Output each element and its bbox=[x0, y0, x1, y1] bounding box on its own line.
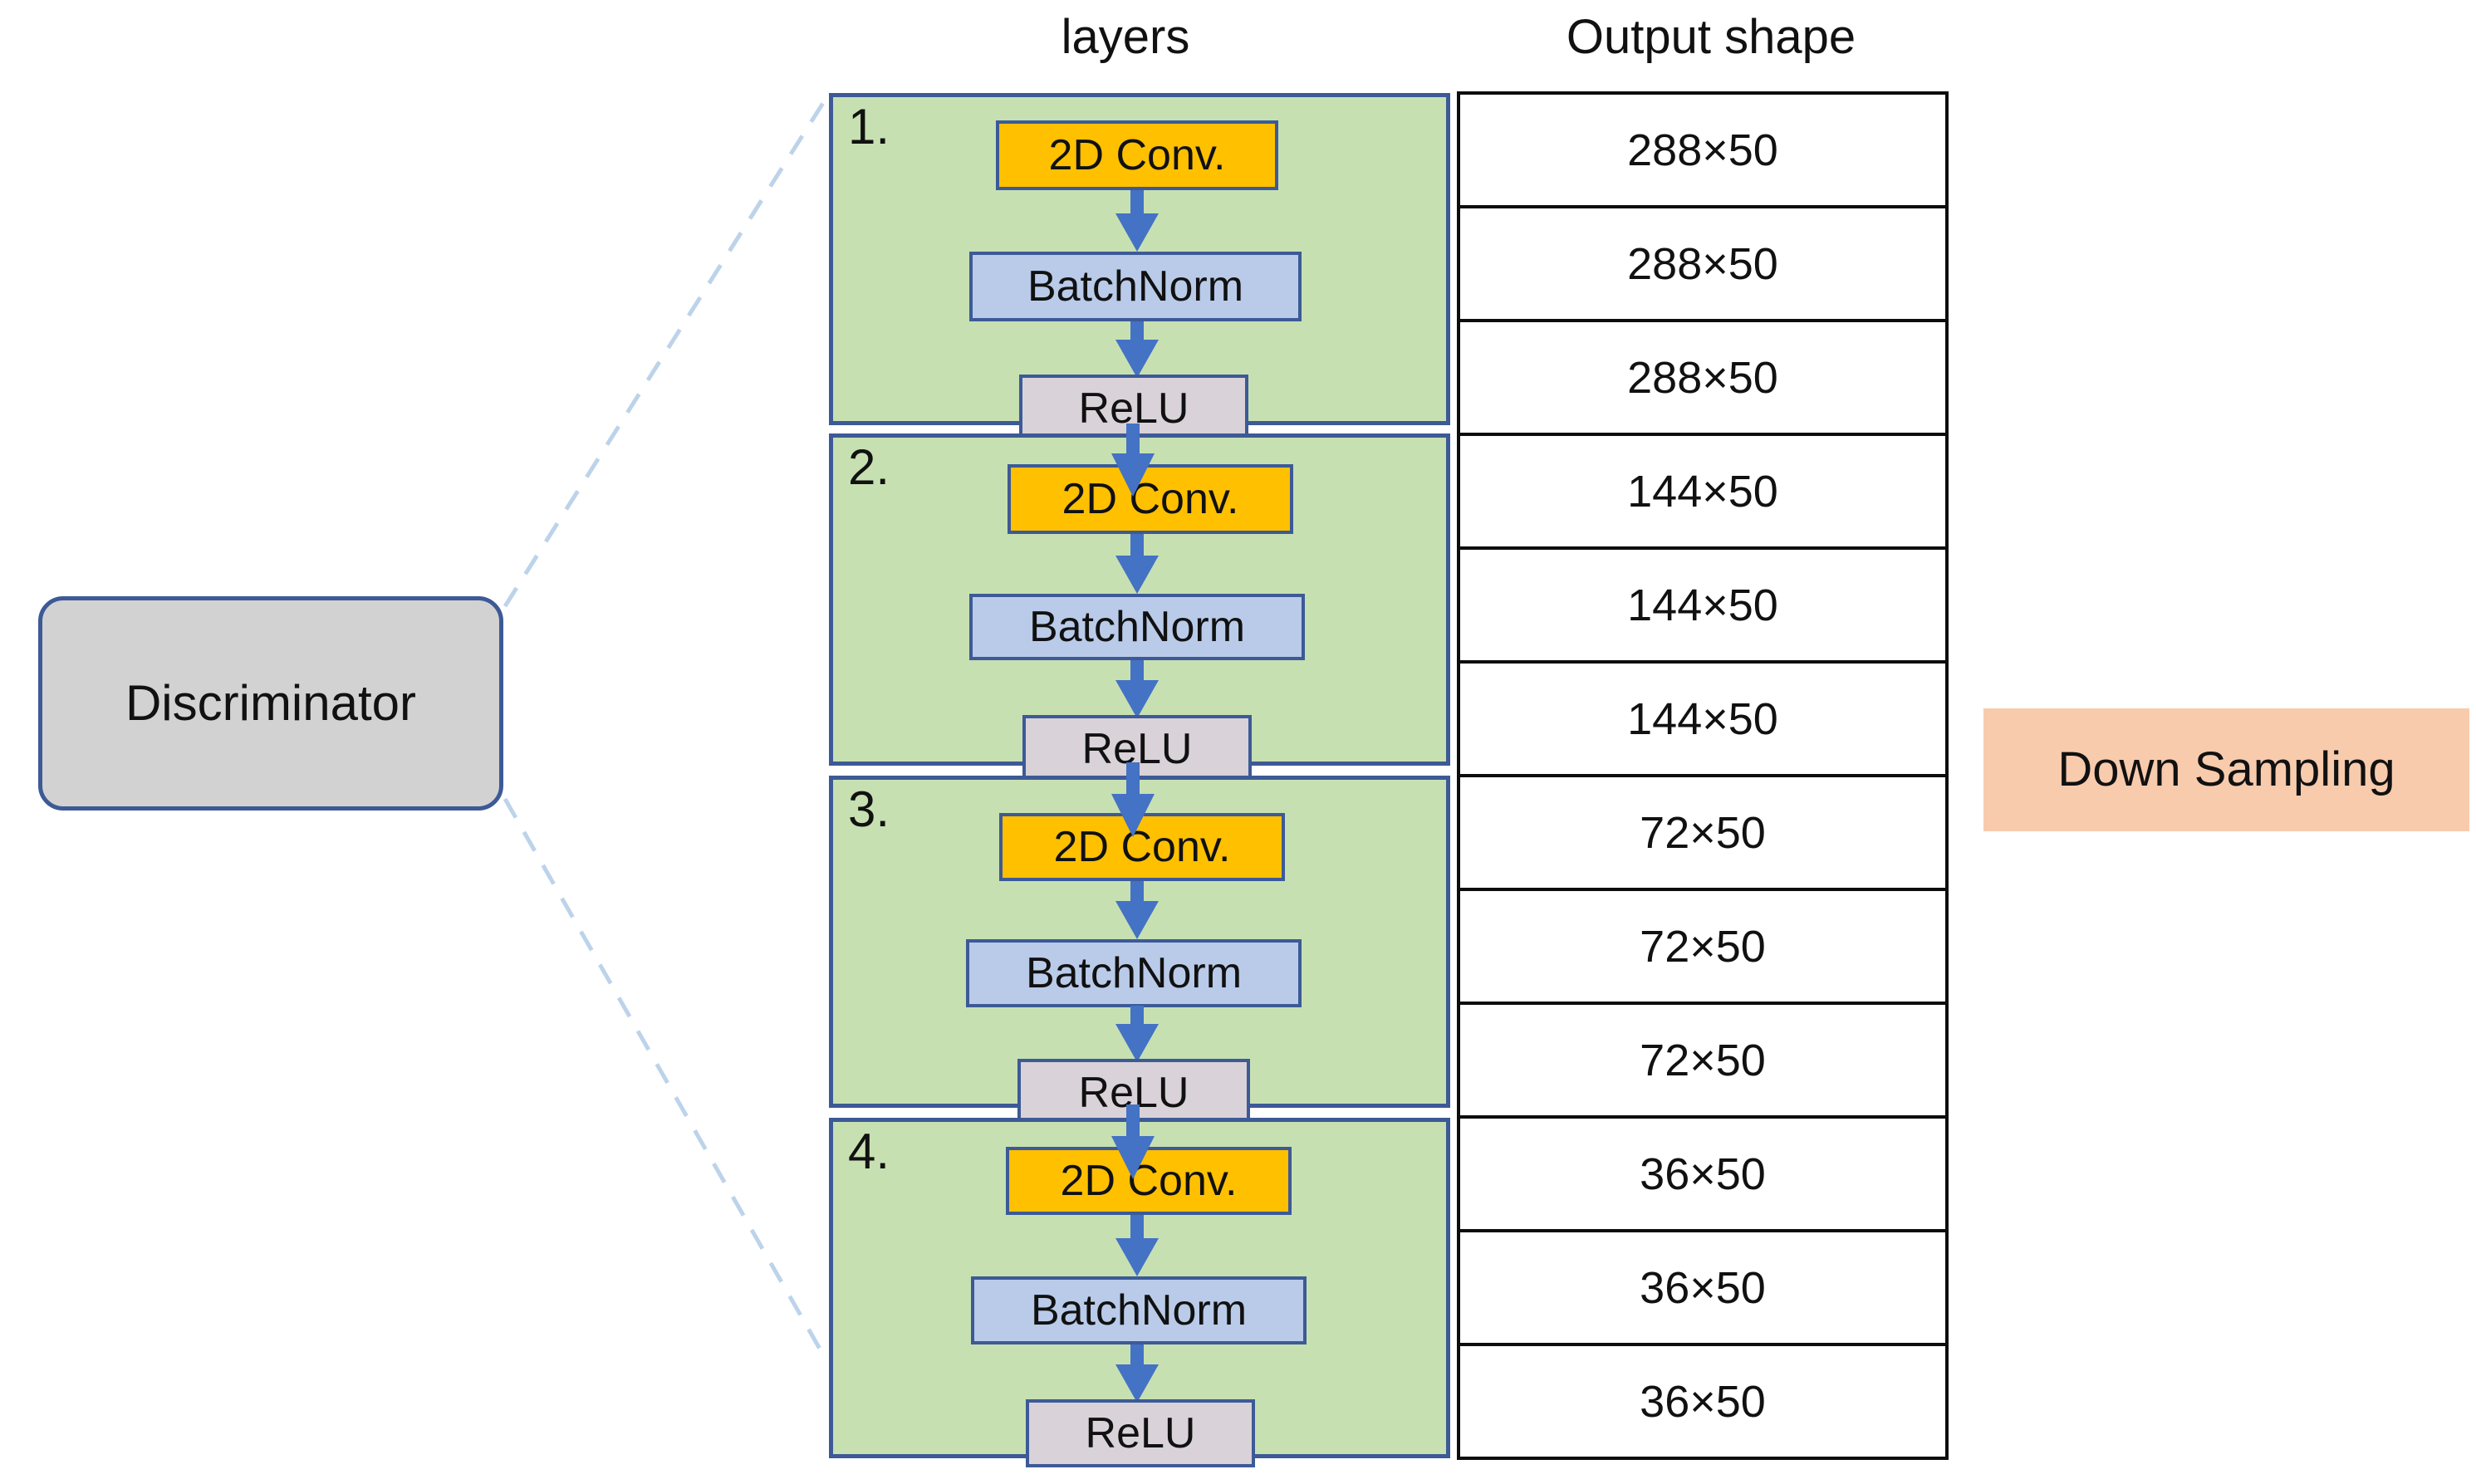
layer-3-arrow-head-1 bbox=[1115, 901, 1159, 939]
layer-2-arrow-shaft-2 bbox=[1130, 660, 1144, 685]
layer-3-arrow-shaft-2 bbox=[1130, 1006, 1144, 1029]
layer-4-node-batchnorm[interactable]: BatchNorm bbox=[971, 1276, 1307, 1344]
layer-1-arrow-head-2 bbox=[1115, 340, 1159, 378]
table-row: 144×50 bbox=[1457, 433, 1949, 550]
table-row: 36×50 bbox=[1457, 1343, 1949, 1460]
layer-2-arrow-head-2 bbox=[1115, 680, 1159, 718]
table-row: 72×50 bbox=[1457, 774, 1949, 891]
output-shape-table: 288×50 288×50 288×50 144×50 144×50 144×5… bbox=[1457, 91, 1949, 1460]
output-shape-cell: 288×50 bbox=[1457, 319, 1949, 436]
layer-1-node-conv[interactable]: 2D Conv. bbox=[996, 120, 1278, 190]
gap-arrow-shaft-2-3 bbox=[1126, 762, 1140, 799]
table-row: 144×50 bbox=[1457, 546, 1949, 664]
layer-2-arrow-head-1 bbox=[1115, 556, 1159, 594]
layer-4-arrow-shaft-1 bbox=[1130, 1215, 1144, 1243]
layer-3-arrow-head-2 bbox=[1115, 1024, 1159, 1062]
output-shape-cell: 144×50 bbox=[1457, 546, 1949, 664]
layer-1-arrow-head-1 bbox=[1115, 213, 1159, 252]
layer-4-node-batchnorm-label: BatchNorm bbox=[1030, 1286, 1248, 1335]
layer-block-1[interactable]: 1. 2D Conv. BatchNorm ReLU bbox=[829, 93, 1450, 443]
layer-1-arrow-shaft-1 bbox=[1130, 190, 1144, 218]
layer-number-4: 4. bbox=[848, 1124, 890, 1179]
output-shape-cell: 36×50 bbox=[1457, 1229, 1949, 1346]
layer-4-arrow-head-1 bbox=[1115, 1238, 1159, 1276]
layer-2-node-batchnorm[interactable]: BatchNorm bbox=[969, 594, 1305, 660]
layer-number-2: 2. bbox=[848, 439, 890, 495]
layer-block-2[interactable]: 2. 2D Conv. BatchNorm ReLU bbox=[829, 433, 1450, 783]
gap-arrow-head-2-3 bbox=[1111, 794, 1155, 837]
layer-number-1: 1. bbox=[848, 99, 890, 154]
gap-arrow-shaft-3-4 bbox=[1126, 1104, 1140, 1139]
layer-1-arrow-shaft-2 bbox=[1130, 321, 1144, 345]
output-shape-cell: 72×50 bbox=[1457, 888, 1949, 1005]
table-row: 36×50 bbox=[1457, 1115, 1949, 1232]
layer-4-arrow-shaft-2 bbox=[1130, 1344, 1144, 1369]
output-shape-column-header: Output shape bbox=[1566, 10, 1856, 64]
gap-arrow-head-1-2 bbox=[1111, 453, 1155, 497]
output-shape-cell: 36×50 bbox=[1457, 1343, 1949, 1460]
layer-4-node-relu[interactable]: ReLU bbox=[1026, 1399, 1255, 1467]
layer-3-node-batchnorm[interactable]: BatchNorm bbox=[966, 939, 1302, 1007]
table-row: 288×50 bbox=[1457, 205, 1949, 322]
gap-arrow-shaft-1-2 bbox=[1126, 424, 1140, 458]
table-row: 72×50 bbox=[1457, 1002, 1949, 1119]
table-row: 144×50 bbox=[1457, 660, 1949, 777]
layers-stack: 1. 2D Conv. BatchNorm ReLU 2. 2D Conv. B… bbox=[829, 93, 1450, 1467]
output-shape-cell: 72×50 bbox=[1457, 774, 1949, 891]
layer-2-node-batchnorm-label: BatchNorm bbox=[1028, 603, 1246, 651]
table-row: 288×50 bbox=[1457, 91, 1949, 208]
table-row: 288×50 bbox=[1457, 319, 1949, 436]
layer-1-node-relu-label: ReLU bbox=[1078, 384, 1189, 433]
layer-4-node-relu-label: ReLU bbox=[1085, 1409, 1196, 1457]
output-shape-cell: 288×50 bbox=[1457, 91, 1949, 208]
layer-3-arrow-shaft-1 bbox=[1130, 881, 1144, 906]
discriminator-node[interactable]: Discriminator bbox=[38, 596, 503, 811]
output-shape-cell: 36×50 bbox=[1457, 1115, 1949, 1232]
layers-column-header: layers bbox=[1061, 10, 1190, 64]
output-shape-cell: 144×50 bbox=[1457, 433, 1949, 550]
layer-4-arrow-head-2 bbox=[1115, 1364, 1159, 1403]
layer-2-arrow-shaft-1 bbox=[1130, 534, 1144, 561]
table-row: 36×50 bbox=[1457, 1229, 1949, 1346]
layer-1-node-batchnorm[interactable]: BatchNorm bbox=[969, 252, 1302, 321]
output-shape-cell: 288×50 bbox=[1457, 205, 1949, 322]
layer-3-node-batchnorm-label: BatchNorm bbox=[1025, 949, 1243, 997]
output-shape-cell: 144×50 bbox=[1457, 660, 1949, 777]
layer-number-3: 3. bbox=[848, 781, 890, 837]
connector-line-top bbox=[503, 95, 830, 608]
connector-line-bottom bbox=[503, 797, 830, 1364]
table-row: 72×50 bbox=[1457, 888, 1949, 1005]
gap-arrow-head-3-4 bbox=[1111, 1136, 1155, 1179]
layer-1-node-conv-label: 2D Conv. bbox=[1048, 131, 1226, 179]
output-shape-cell: 72×50 bbox=[1457, 1002, 1949, 1119]
discriminator-label: Discriminator bbox=[125, 675, 417, 731]
down-sampling-badge: Down Sampling bbox=[1983, 708, 2469, 831]
layer-1-node-batchnorm-label: BatchNorm bbox=[1027, 262, 1244, 311]
